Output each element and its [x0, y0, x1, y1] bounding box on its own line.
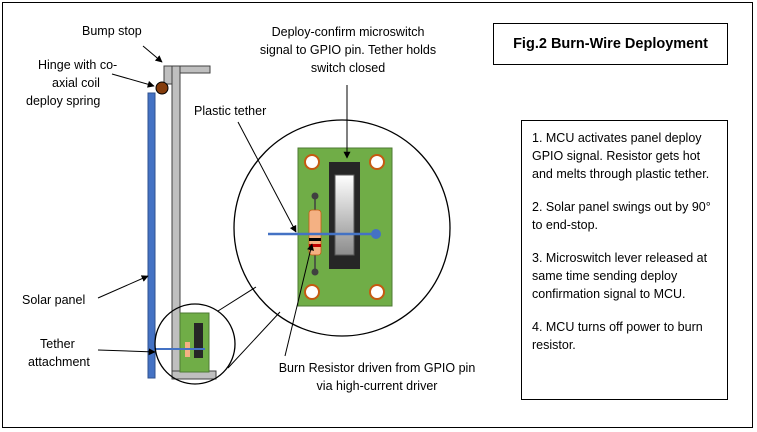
label-tether-attachment-line1: Tether	[40, 337, 75, 351]
label-hinge-line3: deploy spring	[26, 94, 101, 108]
label-hinge-line1: Hinge with co-	[38, 58, 118, 72]
callout-line-top	[217, 286, 257, 312]
large-switch-board	[297, 147, 393, 307]
label-solar-panel: Solar panel	[22, 293, 86, 307]
callout-line-bottom	[227, 311, 281, 369]
label-hinge-line2: axial coil	[52, 76, 100, 90]
step-2: 2. Solar panel swings out by 90° to end-…	[532, 200, 711, 232]
label-bump-stop: Bump stop	[82, 24, 142, 38]
detail-callout-circle-small	[154, 303, 236, 385]
label-microswitch-line1: Deploy-confirm microswitch	[271, 25, 425, 39]
bracket-frame	[163, 65, 217, 380]
detail-callout-circle-large	[233, 119, 451, 337]
tether-anchor	[371, 229, 381, 239]
label-plastic-tether: Plastic tether	[194, 104, 267, 118]
label-microswitch-line3: switch closed	[310, 61, 386, 75]
figure-title: Fig.2 Burn-Wire Deployment	[493, 23, 728, 65]
label-burn-resistor-line2: via high-current driver	[316, 379, 438, 393]
small-switch-board	[155, 312, 210, 373]
solar-panel	[147, 92, 156, 379]
label-burn-resistor-line1: Burn Resistor driven from GPIO pin	[278, 361, 476, 375]
figure-border	[2, 2, 753, 428]
microswitch-lever	[334, 174, 355, 256]
hinge-icon	[155, 81, 169, 95]
steps-box: 1. MCU activates panel deploy GPIO signa…	[521, 120, 728, 400]
step-3: 3. Microswitch lever released at same ti…	[532, 251, 708, 301]
label-microswitch-line2: signal to GPIO pin. Tether holds	[259, 43, 437, 57]
label-tether-attachment-line2: attachment	[28, 355, 90, 369]
step-1: 1. MCU activates panel deploy GPIO signa…	[532, 131, 710, 181]
step-4: 4. MCU turns off power to burn resistor.	[532, 320, 703, 352]
annotation-arrows	[97, 45, 351, 357]
